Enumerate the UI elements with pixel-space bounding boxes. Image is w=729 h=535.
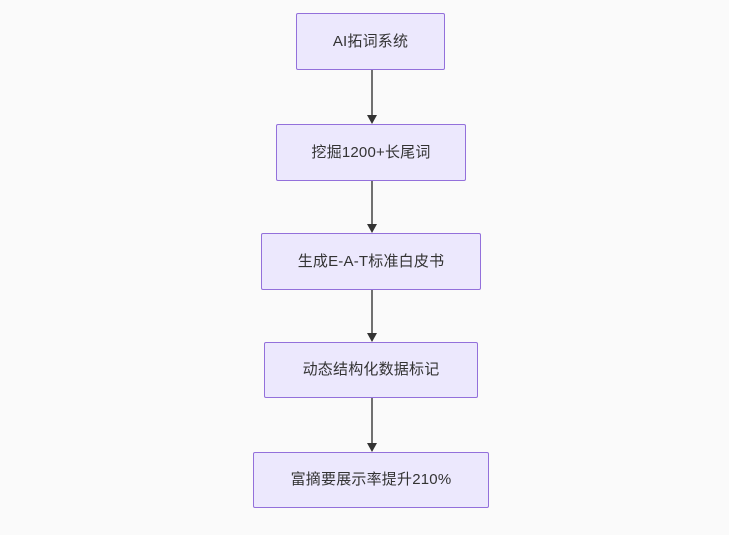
flow-node-rich-snippet-uplift[interactable]: 富摘要展示率提升210%	[253, 452, 489, 508]
flow-node-longtail-keywords[interactable]: 挖掘1200+长尾词	[276, 124, 466, 181]
edge-line	[371, 398, 373, 444]
flow-node-ai-keyword-system[interactable]: AI拓词系统	[296, 13, 445, 70]
edge-line	[371, 181, 373, 225]
flow-edge-4	[367, 398, 377, 452]
arrowhead-icon	[367, 443, 377, 452]
flow-node-label: 生成E-A-T标准白皮书	[297, 252, 445, 270]
flow-node-label: 富摘要展示率提升210%	[290, 471, 452, 488]
arrowhead-icon	[367, 115, 377, 124]
flow-edge-2	[367, 181, 377, 233]
flow-edge-1	[367, 70, 377, 124]
edge-line	[371, 290, 373, 334]
arrowhead-icon	[367, 224, 377, 233]
flow-node-label: 挖掘1200+长尾词	[311, 143, 431, 161]
flow-node-label: 动态结构化数据标记	[302, 361, 440, 378]
flow-node-eat-whitepaper[interactable]: 生成E-A-T标准白皮书	[261, 233, 481, 290]
flow-node-label: AI拓词系统	[332, 32, 409, 50]
edge-line	[371, 70, 373, 116]
flow-node-structured-data-markup[interactable]: 动态结构化数据标记	[264, 342, 478, 398]
flow-edge-3	[367, 290, 377, 342]
arrowhead-icon	[367, 333, 377, 342]
